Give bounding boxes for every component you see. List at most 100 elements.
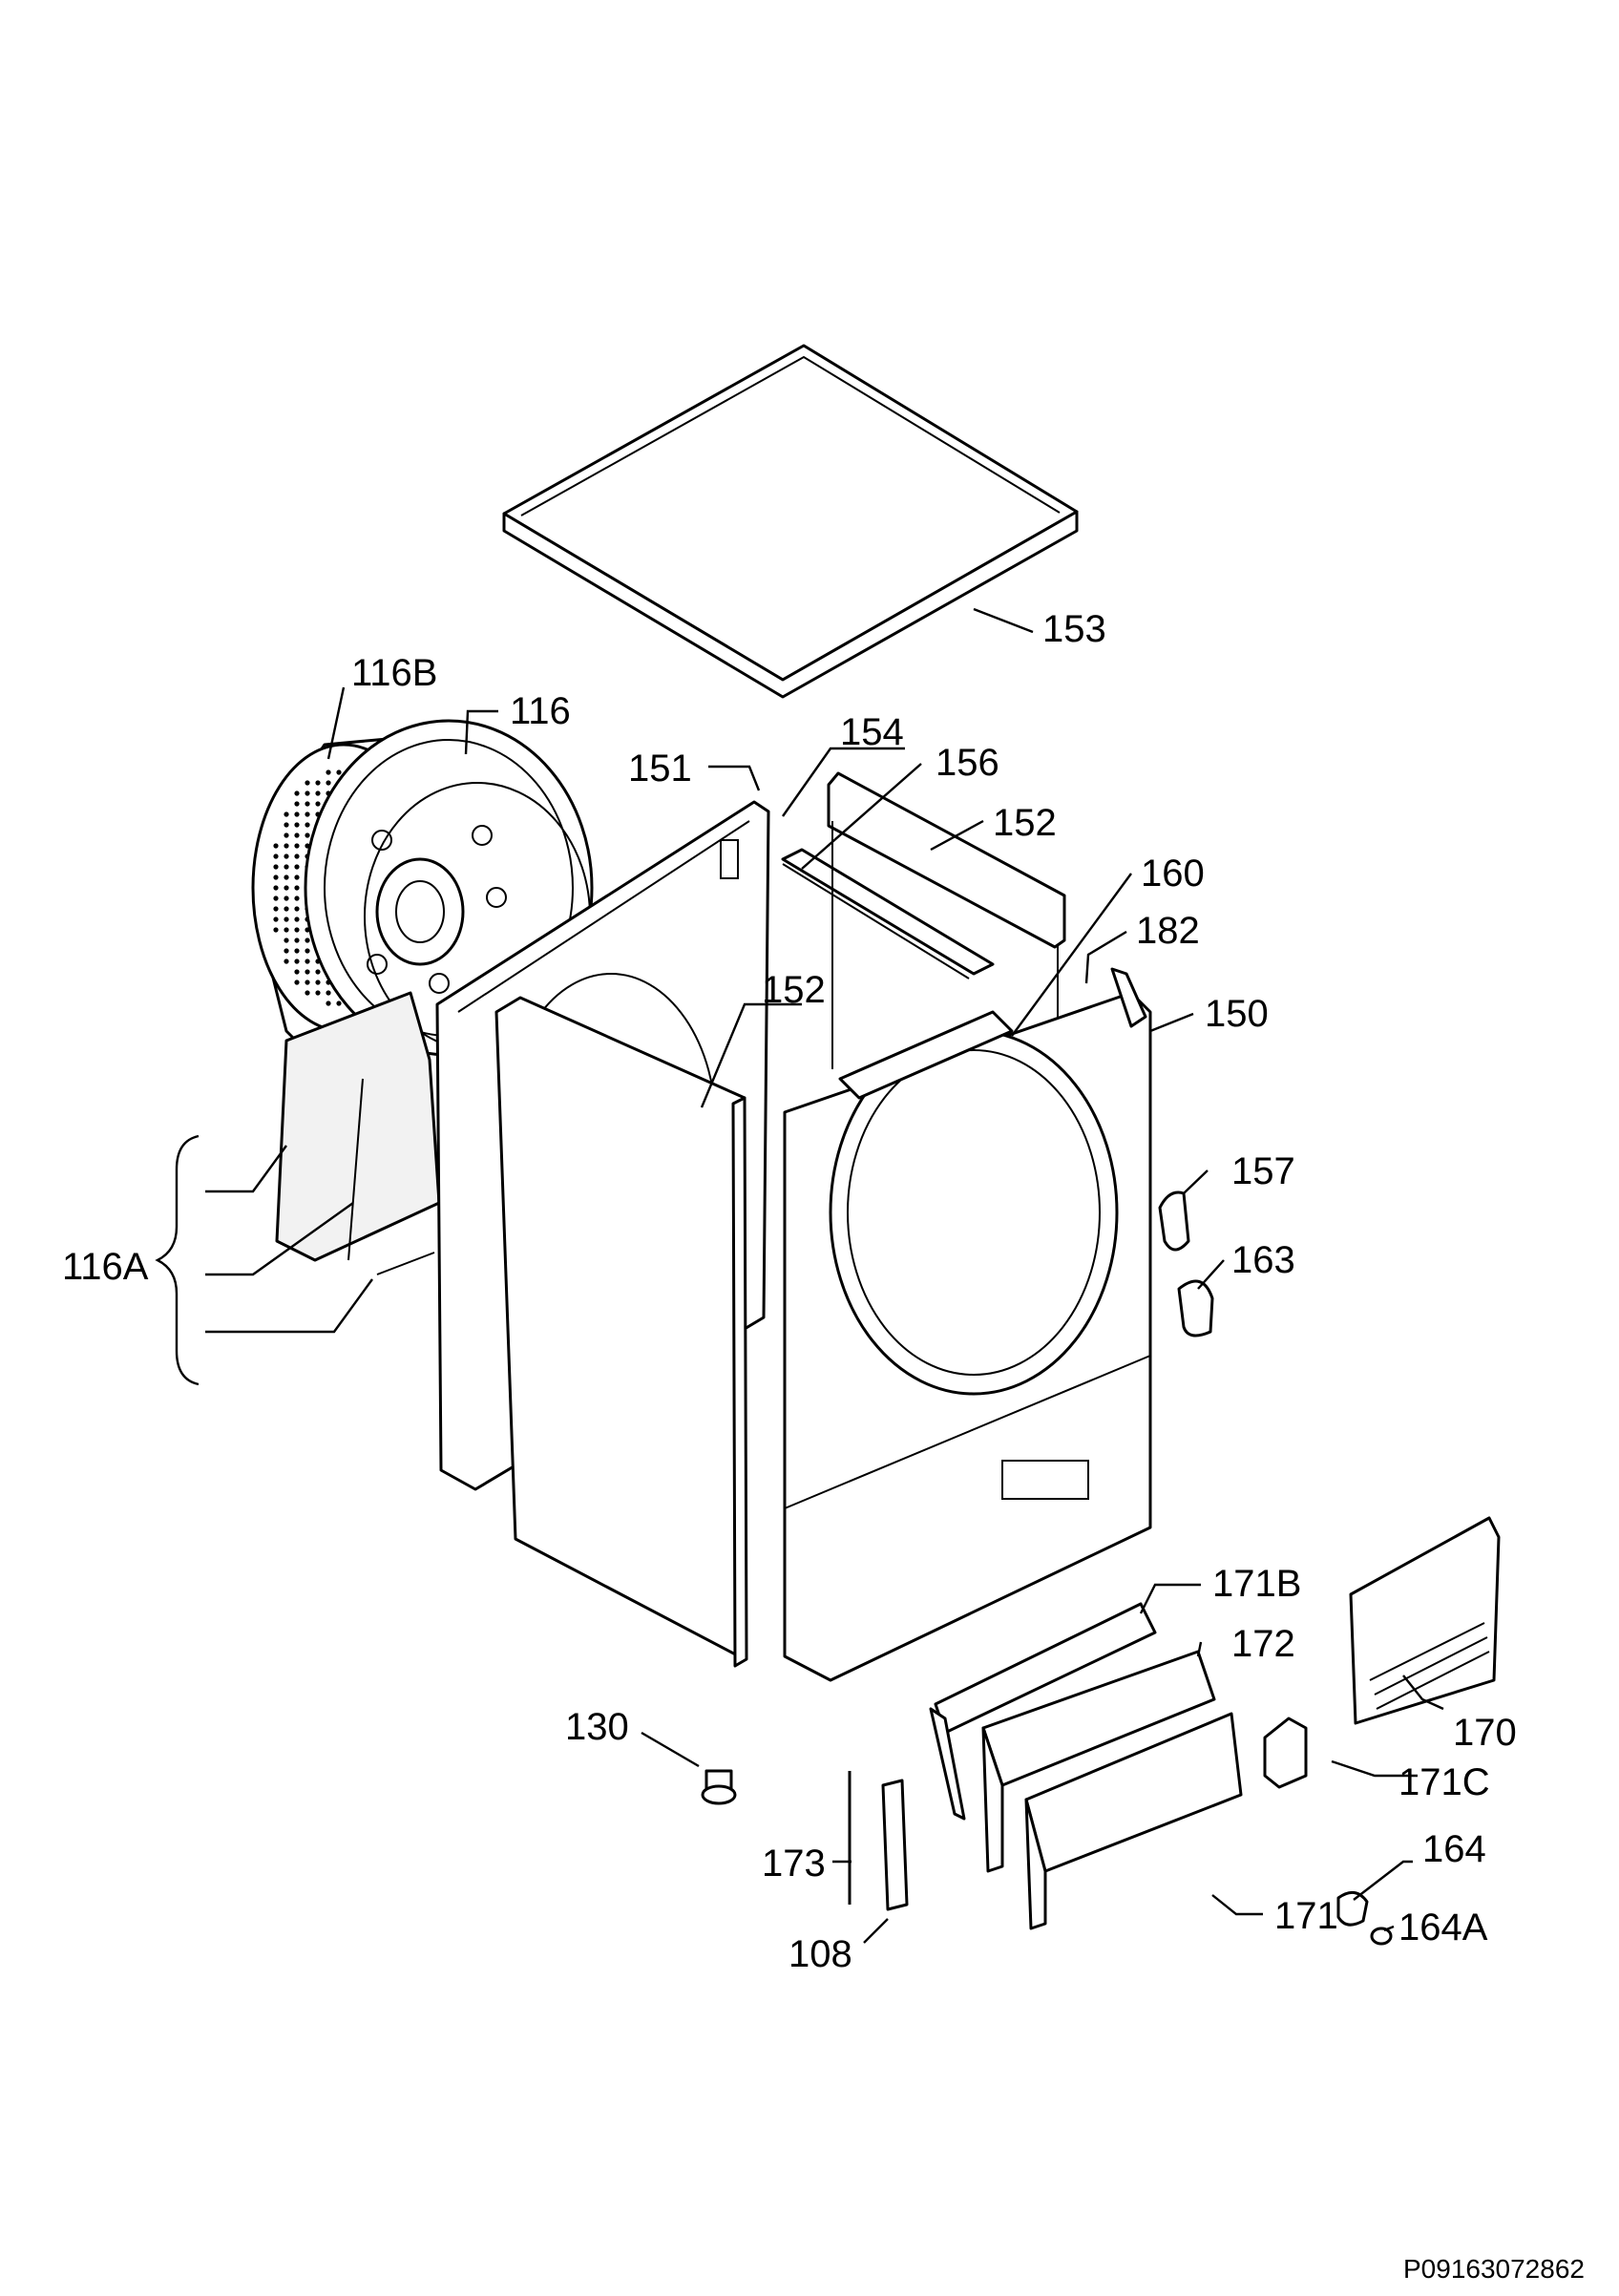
leader-lines	[205, 607, 1444, 1944]
perforation-dot	[294, 822, 300, 828]
perforation-dot	[326, 990, 331, 996]
part-side-panel-front	[494, 996, 748, 1668]
perforation-dot	[273, 895, 279, 901]
perforation-dot	[273, 927, 279, 933]
perforation-dot	[336, 769, 342, 775]
callout-108: 108	[788, 1933, 852, 1975]
callout-156: 156	[936, 742, 999, 784]
callout-130: 130	[565, 1706, 629, 1748]
perforation-dot	[294, 832, 300, 838]
perforation-dot	[315, 780, 321, 786]
part-clip-171c	[1263, 1717, 1308, 1789]
callout-151: 151	[628, 748, 692, 790]
perforation-dot	[284, 958, 289, 964]
callout-171c: 171C	[1398, 1761, 1490, 1803]
perforation-dot	[294, 843, 300, 849]
part-drawer-frame	[981, 1650, 1216, 1873]
perforation-dot	[315, 979, 321, 985]
callout-157: 157	[1231, 1150, 1295, 1192]
perforation-dot	[305, 948, 310, 954]
part-foot	[701, 1769, 737, 1805]
perforation-dot	[294, 874, 300, 880]
perforation-dot	[294, 916, 300, 922]
part-front-panel	[783, 967, 1152, 1682]
perforation-dot	[284, 906, 289, 912]
callout-182: 182	[1136, 910, 1200, 952]
perforation-dot	[294, 948, 300, 954]
perforation-dot	[273, 864, 279, 870]
perforation-dot	[273, 843, 279, 849]
callout-152-side: 152	[762, 969, 826, 1011]
callout-150: 150	[1205, 993, 1269, 1035]
perforation-dot	[315, 801, 321, 807]
callout-164: 164	[1422, 1828, 1486, 1870]
perforation-dot	[305, 832, 310, 838]
perforation-dot	[284, 874, 289, 880]
perforation-dot	[294, 811, 300, 817]
perforation-dot	[294, 790, 300, 796]
perforation-dot	[284, 811, 289, 817]
part-plinth-cover	[1349, 1516, 1501, 1725]
perforation-dot	[305, 811, 310, 817]
perforation-dot	[326, 769, 331, 775]
perforation-dot	[326, 780, 331, 786]
perforation-dot	[294, 979, 300, 985]
callout-173: 173	[762, 1843, 826, 1885]
part-bracket-108	[881, 1779, 909, 1911]
perforation-dot	[284, 895, 289, 901]
perforation-dot	[336, 1001, 342, 1006]
perforation-dot	[305, 958, 310, 964]
part-upper-frame	[781, 771, 1066, 1098]
bracket-116a	[155, 1134, 200, 1386]
perforation-dot	[294, 937, 300, 943]
perforation-dot	[273, 916, 279, 922]
perforation-dot	[305, 801, 310, 807]
callout-171: 171	[1274, 1895, 1338, 1937]
perforation-dot	[294, 895, 300, 901]
perforation-dot	[284, 937, 289, 943]
callout-116: 116	[510, 690, 571, 732]
callout-164a: 164A	[1398, 1906, 1488, 1948]
callout-160: 160	[1141, 853, 1205, 895]
perforation-dot	[294, 864, 300, 870]
perforation-dot	[305, 822, 310, 828]
callout-116b: 116B	[351, 652, 437, 694]
perforation-dot	[284, 916, 289, 922]
callout-152-top: 152	[993, 802, 1057, 844]
part-small-cover-163	[1177, 1279, 1214, 1338]
part-knob-164	[1336, 1890, 1369, 1927]
callout-172: 172	[1231, 1623, 1295, 1665]
perforation-dot	[326, 1001, 331, 1006]
perforation-dot	[284, 948, 289, 954]
perforation-dot	[294, 958, 300, 964]
perforation-dot	[294, 801, 300, 807]
perforation-dot	[294, 885, 300, 891]
perforation-dot	[284, 843, 289, 849]
callout-163: 163	[1231, 1239, 1295, 1281]
callout-154: 154	[840, 711, 904, 753]
perforation-dot	[305, 937, 310, 943]
perforation-dot	[294, 906, 300, 912]
callout-170: 170	[1453, 1712, 1517, 1754]
perforation-dot	[284, 927, 289, 933]
part-drawer-gasket	[929, 1602, 1157, 1821]
perforation-dot	[305, 969, 310, 975]
perforation-dot	[305, 990, 310, 996]
perforation-dot	[294, 969, 300, 975]
perforation-dot	[305, 790, 310, 796]
callout-171b: 171B	[1212, 1563, 1301, 1605]
part-drawer-front	[1024, 1712, 1243, 1930]
perforation-dot	[273, 874, 279, 880]
perforation-dot	[305, 979, 310, 985]
perforation-dot	[273, 853, 279, 859]
perforation-dot	[284, 822, 289, 828]
perforation-dot	[294, 927, 300, 933]
perforation-dot	[284, 864, 289, 870]
perforation-dot	[315, 969, 321, 975]
perforation-dot	[284, 832, 289, 838]
part-knob-cap-164a	[1370, 1927, 1393, 1946]
perforation-dot	[284, 885, 289, 891]
perforation-dot	[305, 780, 310, 786]
perforation-dot	[273, 906, 279, 912]
